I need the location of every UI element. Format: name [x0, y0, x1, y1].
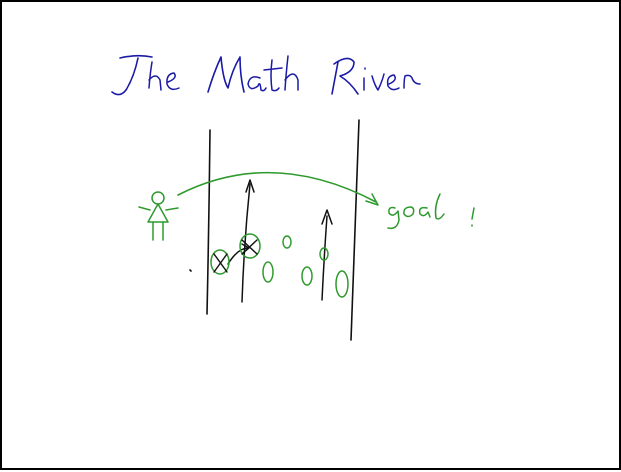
- river-bank-right: [350, 119, 360, 341]
- river-bank-left: [206, 129, 211, 315]
- crossed-out-stone-icon: [210, 249, 230, 275]
- stone-icon: [301, 266, 313, 286]
- stone-icon: [282, 235, 292, 249]
- arrow-icon: [321, 209, 333, 301]
- crossed-out-stone-icon: [239, 233, 261, 259]
- stone-icon: [262, 261, 274, 283]
- goal-handwriting: [387, 193, 475, 230]
- stick-figure-icon: [138, 191, 179, 241]
- title-handwriting: [111, 54, 421, 96]
- stone-icon: [335, 270, 349, 298]
- ink-dot: [189, 269, 192, 272]
- stone-icon: [319, 247, 329, 261]
- arrow-icon: [227, 243, 250, 265]
- jump-arrow-to-goal: [177, 171, 379, 206]
